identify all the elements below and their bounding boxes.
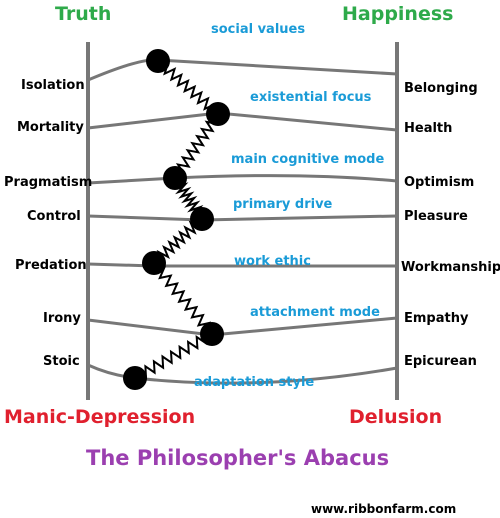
right-label-pleasure: Pleasure bbox=[404, 209, 468, 224]
right-label-epicurean: Epicurean bbox=[404, 354, 477, 369]
right-label-workmanship: Workmanship bbox=[401, 260, 500, 275]
corner-bottom-left: Manic-Depression bbox=[4, 406, 195, 428]
wire-existential-focus bbox=[87, 111, 398, 132]
left-label-pragmatism: Pragmatism bbox=[4, 175, 92, 190]
wire-primary-drive bbox=[87, 214, 398, 222]
left-label-isolation: Isolation bbox=[21, 78, 85, 93]
row-label-main-cognitive-mode: main cognitive mode bbox=[231, 152, 384, 167]
wire-attachment-mode bbox=[87, 316, 398, 337]
corner-bottom-right: Delusion bbox=[349, 406, 442, 428]
row-label-existential-focus: existential focus bbox=[250, 90, 372, 105]
corner-top-right: Happiness bbox=[342, 3, 453, 25]
spring-5 bbox=[134, 330, 213, 380]
diagram-title: The Philosopher's Abacus bbox=[86, 446, 389, 470]
bead-main-cognitive-mode bbox=[163, 166, 187, 190]
row-label-adaptation-style: adaptation style bbox=[194, 375, 314, 390]
corner-top-left: Truth bbox=[55, 3, 111, 25]
beads bbox=[123, 49, 230, 390]
bead-social-values bbox=[146, 49, 170, 73]
row-label-social-values: social values bbox=[211, 22, 305, 37]
row-label-work-ethic: work ethic bbox=[234, 254, 311, 269]
wire-adaptation-style bbox=[87, 363, 398, 385]
right-label-health: Health bbox=[404, 121, 452, 136]
abacus-wires bbox=[87, 58, 398, 385]
right-label-belonging: Belonging bbox=[404, 81, 478, 96]
spring-1 bbox=[171, 113, 220, 179]
bead-existential-focus bbox=[206, 102, 230, 126]
left-label-control: Control bbox=[27, 209, 81, 224]
wire-social-values bbox=[87, 58, 398, 82]
bead-adaptation-style bbox=[123, 366, 147, 390]
wire-main-cognitive-mode bbox=[87, 174, 398, 185]
right-label-optimism: Optimism bbox=[404, 175, 474, 190]
left-label-predation: Predation bbox=[15, 258, 87, 273]
left-label-stoic: Stoic bbox=[43, 354, 80, 369]
spring-0 bbox=[157, 61, 219, 116]
bead-work-ethic bbox=[142, 251, 166, 275]
bead-primary-drive bbox=[190, 207, 214, 231]
left-label-irony: Irony bbox=[43, 311, 81, 326]
row-label-attachment-mode: attachment mode bbox=[250, 305, 380, 320]
bead-attachment-mode bbox=[200, 322, 224, 346]
right-label-empathy: Empathy bbox=[404, 311, 469, 326]
row-label-primary-drive: primary drive bbox=[233, 197, 333, 212]
spring-4 bbox=[152, 262, 213, 335]
left-label-mortality: Mortality bbox=[17, 120, 84, 135]
footer-url: www.ribbonfarm.com bbox=[311, 502, 456, 516]
